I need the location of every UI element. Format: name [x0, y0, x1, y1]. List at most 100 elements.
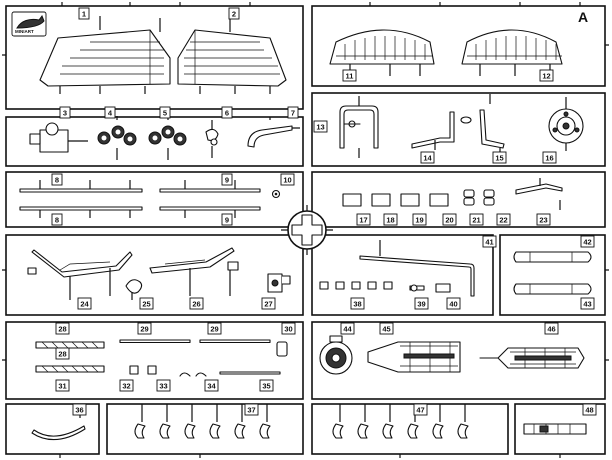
part-label-box	[496, 213, 511, 226]
part-13-frame	[339, 96, 379, 158]
part-number: 37	[247, 406, 255, 415]
part-label-1: 1	[78, 7, 90, 20]
part-number: 29	[210, 325, 218, 334]
part-number: 32	[122, 382, 130, 391]
part-label-box	[156, 379, 171, 392]
part-label-box	[55, 347, 70, 360]
part-label-15: 15	[492, 151, 507, 164]
part-number: 36	[75, 406, 83, 415]
part-label-2: 2	[228, 7, 240, 20]
part-number: 14	[423, 154, 432, 163]
part-number: 11	[346, 72, 354, 81]
part-label-44: 44	[340, 322, 355, 335]
part-label-24: 24	[77, 297, 92, 310]
part-label-box	[259, 379, 274, 392]
part-10-nut	[271, 189, 281, 199]
part-number: 41	[485, 238, 493, 247]
part-number: 28	[58, 350, 66, 359]
part-number: 4	[108, 109, 113, 118]
part-label-box	[287, 106, 299, 119]
part-label-box	[442, 213, 457, 226]
part-2-wing-panel	[177, 18, 287, 94]
part-46-engine-block	[479, 347, 585, 369]
part-label-box	[420, 151, 435, 164]
part-26-landing-gear	[149, 247, 239, 296]
part-label-16: 16	[542, 151, 557, 164]
part-number: 31	[58, 382, 66, 391]
part-label-box	[342, 69, 357, 82]
part-number: 29	[140, 325, 148, 334]
part-number: 15	[495, 154, 503, 163]
part-label-11: 11	[342, 69, 357, 82]
part-label-12: 12	[539, 69, 554, 82]
part-number: 17	[359, 216, 367, 225]
part-47-exhaust-stubs	[332, 404, 469, 439]
part-number: 48	[585, 406, 593, 415]
part-label-box	[78, 7, 90, 20]
part-number: 42	[583, 238, 591, 247]
part-45-engine-block	[367, 341, 461, 373]
part-label-box	[55, 379, 70, 392]
brand-logo: MINIART	[11, 11, 47, 37]
sprue-letter: A	[578, 9, 588, 25]
part-label-7: 7	[287, 106, 299, 119]
part-number: 25	[142, 300, 150, 309]
part-14-strut	[411, 111, 472, 150]
part-label-box	[189, 297, 204, 310]
part-label-29: 29	[137, 322, 152, 335]
part-number: 45	[382, 325, 390, 334]
part-label-box	[356, 213, 371, 226]
part-label-9: 9	[221, 173, 233, 186]
part-label-box	[580, 235, 595, 248]
part-label-21: 21	[469, 213, 484, 226]
part-40-block	[435, 283, 451, 293]
part-label-9: 9	[221, 213, 233, 226]
part-number: 23	[539, 216, 547, 225]
part-label-box	[244, 403, 259, 416]
part-label-box	[104, 106, 116, 119]
part-number: 16	[545, 154, 553, 163]
part-number: 26	[192, 300, 200, 309]
part-label-box	[221, 173, 233, 186]
part-28-exhaust	[35, 341, 105, 373]
part-41-cable	[359, 240, 475, 297]
part-label-box	[139, 297, 154, 310]
part-label-box	[414, 297, 429, 310]
part-label-box	[51, 173, 63, 186]
part-number: 21	[472, 216, 480, 225]
part-label-box	[413, 403, 428, 416]
part-label-17: 17	[356, 213, 371, 226]
part-label-14: 14	[420, 151, 435, 164]
part-44-engine-front	[319, 335, 353, 375]
part-label-36: 36	[72, 403, 87, 416]
part-23-rail	[515, 178, 563, 210]
part-label-25: 25	[139, 297, 154, 310]
part-label-35: 35	[259, 379, 274, 392]
part-label-41: 41	[482, 235, 497, 248]
part-number: 44	[343, 325, 352, 334]
part-label-48: 48	[582, 403, 597, 416]
part-label-box	[137, 322, 152, 335]
part-number: 46	[547, 325, 555, 334]
part-43-tank	[513, 283, 592, 295]
part-number: 28	[58, 325, 66, 334]
part-label-19: 19	[412, 213, 427, 226]
part-label-26: 26	[189, 297, 204, 310]
part-21-clip	[463, 189, 475, 206]
part-11-cowling	[329, 29, 435, 76]
part-label-box	[580, 297, 595, 310]
part-label-box	[119, 379, 134, 392]
part-label-20: 20	[442, 213, 457, 226]
part-label-box	[221, 106, 233, 119]
part-label-39: 39	[414, 297, 429, 310]
part-29-rods	[119, 339, 271, 344]
part-label-box	[51, 213, 63, 226]
part-number: 6	[225, 109, 229, 118]
part-number: 35	[262, 382, 270, 391]
part-number: 24	[80, 300, 89, 309]
part-label-box	[207, 322, 222, 335]
part-label-8: 8	[51, 173, 63, 186]
part-number: 3	[63, 109, 67, 118]
